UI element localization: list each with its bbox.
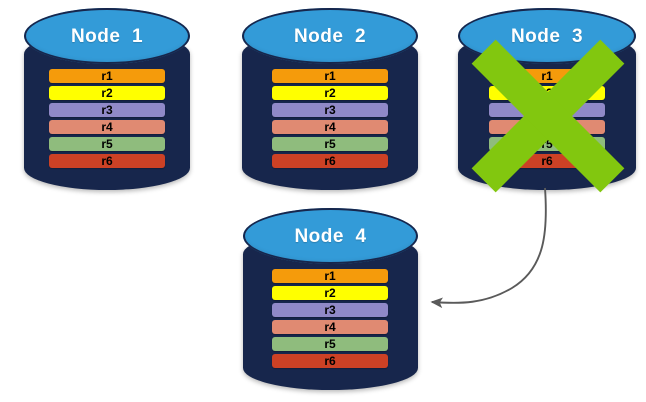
node-4-record-r3[interactable]: r3 bbox=[272, 303, 388, 317]
node-3-record-r5[interactable]: r5 bbox=[489, 137, 605, 151]
node-1-record-r6[interactable]: r6 bbox=[49, 154, 165, 168]
node-2-record-r2[interactable]: r2 bbox=[272, 86, 388, 100]
node-2-record-stack: r1 r2 r3 r4 r5 r6 bbox=[272, 69, 388, 172]
replication-arrow-path bbox=[430, 187, 547, 309]
node-2[interactable]: Node 2 r1 r2 r3 r4 r5 r6 bbox=[242, 8, 418, 190]
node-1[interactable]: Node 1 r1 r2 r3 r4 r5 r6 bbox=[24, 8, 190, 190]
node-4-record-stack: r1 r2 r3 r4 r5 r6 bbox=[272, 269, 388, 372]
node-3-record-r6[interactable]: r6 bbox=[489, 154, 605, 168]
node-3-record-r2[interactable]: r2 bbox=[489, 86, 605, 100]
node-1-label: Node 1 bbox=[70, 26, 144, 47]
node-2-record-r6[interactable]: r6 bbox=[272, 154, 388, 168]
node-2-record-r3[interactable]: r3 bbox=[272, 103, 388, 117]
node-2-record-r5[interactable]: r5 bbox=[272, 137, 388, 151]
node-4-label: Node 4 bbox=[294, 226, 367, 247]
node-4-record-r5[interactable]: r5 bbox=[272, 337, 388, 351]
node-1-record-r5[interactable]: r5 bbox=[49, 137, 165, 151]
node-4-record-r2[interactable]: r2 bbox=[272, 286, 388, 300]
node-1-record-stack: r1 r2 r3 r4 r5 r6 bbox=[49, 69, 165, 172]
node-3-label: Node 3 bbox=[510, 26, 584, 47]
node-2-record-r1[interactable]: r1 bbox=[272, 69, 388, 83]
node-2-record-r4[interactable]: r4 bbox=[272, 120, 388, 134]
node-1-record-r1[interactable]: r1 bbox=[49, 69, 165, 83]
node-3-record-r3[interactable]: r3 bbox=[489, 103, 605, 117]
node-1-record-r4[interactable]: r4 bbox=[49, 120, 165, 134]
node-4-record-r1[interactable]: r1 bbox=[272, 269, 388, 283]
node-3-record-r1[interactable]: r1 bbox=[489, 69, 605, 83]
node-3-record-r4[interactable]: r4 bbox=[489, 120, 605, 134]
node-4[interactable]: Node 4 r1 r2 r3 r4 r5 r6 bbox=[243, 208, 418, 390]
node-4-record-r4[interactable]: r4 bbox=[272, 320, 388, 334]
node-2-label: Node 2 bbox=[293, 26, 367, 47]
node-3-record-stack: r1 r2 r3 r4 r5 r6 bbox=[489, 69, 605, 172]
node-1-record-r3[interactable]: r3 bbox=[49, 103, 165, 117]
node-3[interactable]: Node 3 r1 r2 r3 r4 r5 r6 bbox=[458, 8, 636, 193]
node-1-record-r2[interactable]: r2 bbox=[49, 86, 165, 100]
node-4-record-r6[interactable]: r6 bbox=[272, 354, 388, 368]
